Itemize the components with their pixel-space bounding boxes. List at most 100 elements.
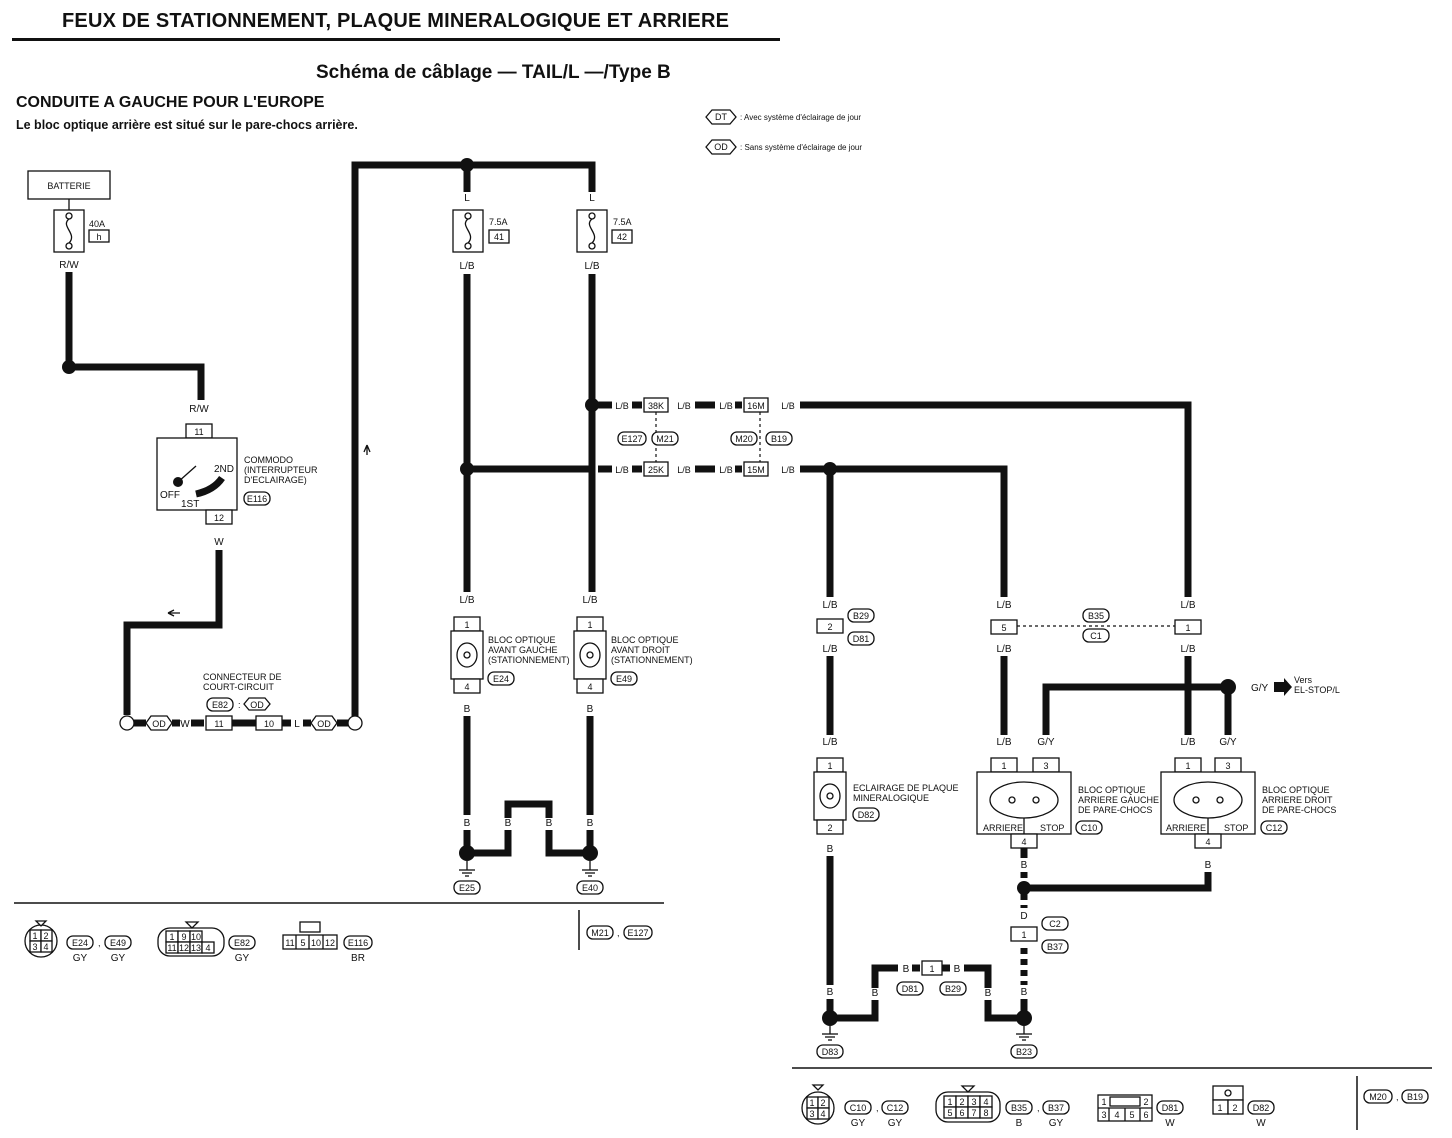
short-pin-b: 10: [264, 719, 274, 729]
rj-pin-right: 1: [1185, 623, 1190, 633]
joint-wire-3b: L/B: [719, 401, 733, 411]
rr-pin-out: 4: [1205, 837, 1210, 847]
fl-name-2: AVANT GAUCHE: [488, 645, 558, 655]
joint-b19: B19: [771, 434, 787, 444]
rj-wire-4: L/B: [1180, 644, 1195, 655]
cr-a-id-2: C12: [887, 1103, 904, 1113]
short-label-1: CONNECTEUR DE: [203, 672, 282, 682]
switch-wire-out: W: [214, 537, 224, 548]
short-circuit-connector: CONNECTEUR DE COURT-CIRCUIT E82 : OD OD …: [119, 158, 596, 731]
cl-a-id-1: E24: [72, 938, 88, 948]
plate-wire-in: L/B: [822, 737, 837, 748]
joint-wire-8: L/B: [781, 465, 795, 475]
cl-sep-2: ,: [617, 928, 620, 938]
joint-wire-1: L/B: [615, 401, 629, 411]
fl-wire-in: L/B: [459, 595, 474, 606]
front-ground: B B B B B B E25 E40: [453, 800, 604, 895]
cr-b-pin-6: 6: [959, 1108, 964, 1118]
rj-wire-3: L/B: [996, 644, 1011, 655]
rl-conn: C10: [1081, 823, 1098, 833]
fl-conn: E24: [493, 674, 509, 684]
short-wire-b: L: [294, 719, 300, 730]
fl-name-3: (STATIONNEMENT): [488, 655, 570, 665]
connector-panel-left: 1 2 3 4 E24 , E49 GY GY 1 9 10 11 12 13 …: [24, 920, 653, 964]
rl-name-3: DE PARE-CHOCS: [1078, 805, 1152, 815]
fl-name-1: BLOC OPTIQUE: [488, 635, 556, 645]
cr-b-color-2: GY: [1049, 1118, 1064, 1129]
rr-wire-1: L/B: [1180, 737, 1195, 748]
cr-a-color-1: GY: [851, 1118, 866, 1129]
rg-wire-b5: B: [872, 988, 879, 999]
legend-od-badge: [705, 139, 737, 155]
fg-wire-6: B: [546, 818, 553, 829]
rg-wire-b4: B: [954, 964, 961, 975]
fg-wire-5: B: [505, 818, 512, 829]
rr-pin-2: 3: [1225, 761, 1230, 771]
plate-lamp: L/B 2 B29 D81 L/B L/B 1 2 ECLAIRAGE DE P…: [813, 469, 959, 985]
fuse42-in: L: [589, 193, 595, 204]
rj-gy: G/Y: [1251, 683, 1269, 694]
rr-stop: STOP: [1224, 823, 1248, 833]
cr-c-pin-6: 6: [1143, 1110, 1148, 1120]
cl-b-pin-5: 12: [179, 943, 189, 953]
fg-wire-2: B: [587, 818, 594, 829]
cr-a-pin-1: 1: [809, 1098, 814, 1108]
fr-conn: E49: [616, 674, 632, 684]
cl-c-id: E116: [348, 938, 368, 948]
rj-pin-left: 5: [1001, 623, 1006, 633]
joint-25k: 25K: [648, 465, 664, 475]
joint-38k: 38K: [648, 401, 664, 411]
switch-wire: [123, 550, 223, 715]
fl-wire-out: B: [464, 704, 471, 715]
cr-c-color: W: [1165, 1118, 1175, 1129]
light-switch: R/W 11 2ND OFF 1ST 12 COMMODO (INTERRUPT…: [123, 404, 318, 715]
switch-name-1: COMMODO: [244, 455, 293, 465]
short-conn-id: E82: [212, 700, 228, 710]
cl-b-color: GY: [235, 953, 250, 964]
rl-wire-1: L/B: [996, 737, 1011, 748]
cl-a-color-2: GY: [111, 953, 126, 964]
rear-ground: D 1 C2 B37 B B B 1 B B B D81 B29 D83: [816, 848, 1212, 1059]
joint-wire-2: L/B: [677, 401, 691, 411]
plate-pin-b29: 2: [827, 622, 832, 632]
joint-e127: E127: [621, 434, 642, 444]
joint-wire-5: L/B: [615, 465, 629, 475]
cr-c-pin-2: 2: [1143, 1097, 1148, 1107]
cl-d-id-2: E127: [627, 928, 648, 938]
short-od: OD: [250, 700, 264, 710]
cr-b-pin-4: 4: [983, 1097, 988, 1107]
plate-pin-in: 1: [827, 761, 832, 771]
cl-c-pin-1: 11: [285, 938, 294, 948]
open-terminal-left: [119, 715, 135, 731]
fuse41-in: L: [464, 193, 470, 204]
plate-name-1: ECLAIRAGE DE PLAQUE: [853, 783, 959, 793]
fuse-amp: 40A: [89, 219, 105, 229]
rl-pin-1: 1: [1001, 761, 1006, 771]
short-wire-a: W: [180, 719, 190, 730]
rr-conn: C12: [1266, 823, 1283, 833]
cr-e-id-2: B19: [1407, 1092, 1423, 1102]
title-rule: [12, 38, 780, 41]
cr-c-pin-1: 1: [1101, 1097, 1106, 1107]
cr-a-pin-3: 3: [809, 1109, 814, 1119]
plate-b29: B29: [853, 611, 869, 621]
plate-name-2: MINERALOGIQUE: [853, 793, 929, 803]
plate-wire-mid: L/B: [822, 644, 837, 655]
cr-b-id-2: B37: [1048, 1103, 1064, 1113]
rg-wire-b6: B: [985, 988, 992, 999]
cl-c-pin-2: 5: [300, 938, 305, 948]
legend-dt-badge: [705, 109, 737, 125]
cl-a-pin-4: 4: [43, 942, 48, 952]
cr-a-id-1: C10: [850, 1103, 867, 1113]
cl-c-pin-3: 10: [311, 938, 321, 948]
cl-b-pin-1: 1: [169, 932, 174, 942]
switch-name-2: (INTERRUPTEUR: [244, 465, 318, 475]
rg-b37: B37: [1047, 942, 1063, 952]
rg-pin-c2: 1: [1021, 930, 1026, 940]
rr-arriere: ARRIERE: [1166, 823, 1206, 833]
connector-panel-right: 1 2 3 4 C10 , C12 GY GY 1 2 3 4 5 6 7 8 …: [801, 1084, 1429, 1129]
cr-e-id-1: M20: [1369, 1092, 1387, 1102]
switch-name-3: D'ECLAIRAGE): [244, 475, 307, 485]
switch-body: [156, 437, 238, 511]
fr-name-3: (STATIONNEMENT): [611, 655, 693, 665]
